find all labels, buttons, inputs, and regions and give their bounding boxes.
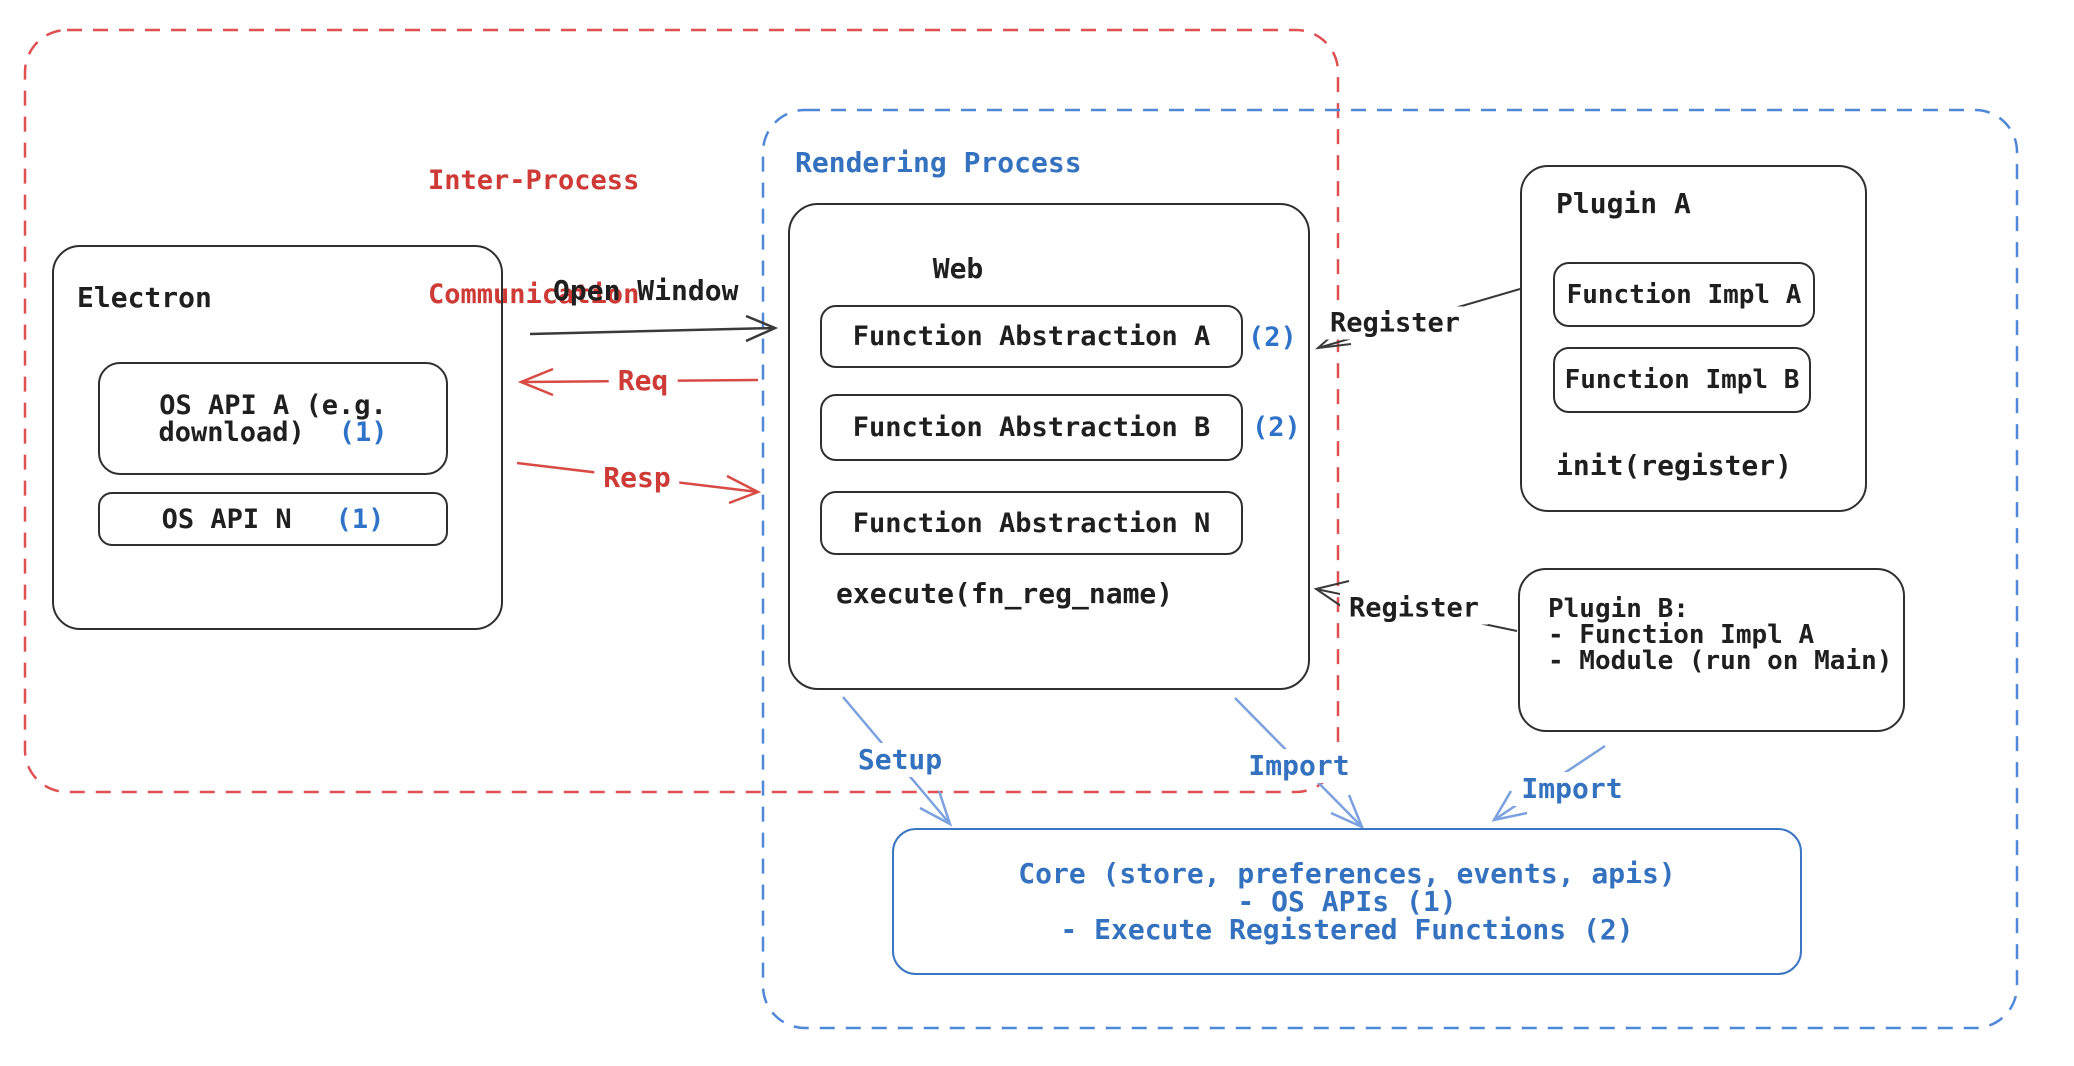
plugin-b-box: Plugin B: - Function Impl A - Module (ru… [1518, 568, 1905, 732]
ipc-region-label: Inter-Process Communication [428, 165, 640, 310]
os-api-a-badge: (1) [338, 416, 388, 448]
function-abstraction-b-box: Function Abstraction B [820, 394, 1243, 461]
plugin-a-title: Plugin A [1556, 187, 1691, 220]
register-b-label: Register [1339, 591, 1489, 625]
function-abstraction-a-box: Function Abstraction A [820, 305, 1243, 368]
electron-box [52, 245, 503, 630]
open-window-arrow [529, 314, 779, 343]
setup-label: Setup [848, 743, 952, 777]
function-abstraction-a-badge: (2) [1248, 322, 1297, 353]
function-impl-a-label: Function Impl A [1566, 279, 1802, 310]
function-abstraction-a-label: Function Abstraction A [852, 321, 1211, 352]
core-item-execute: - Execute Registered Functions (2) [1060, 912, 1634, 946]
function-abstraction-n-box: Function Abstraction N [820, 491, 1243, 555]
open-window-label: Open Window [553, 274, 739, 307]
web-title: Web [932, 252, 984, 285]
import-plugin-label: Import [1512, 772, 1632, 806]
import-core-label: Import [1239, 749, 1359, 783]
execute-label: execute(fn_reg_name) [836, 577, 1174, 610]
web-box [788, 203, 1310, 690]
ipc-region-border [23, 28, 1340, 794]
function-impl-b-box: Function Impl B [1553, 347, 1811, 413]
core-box: Core (store, preferences, events, apis) … [892, 828, 1802, 975]
plugin-a-box [1520, 165, 1867, 512]
plugin-b-title: Plugin B: [1548, 594, 1689, 624]
register-a-label: Register [1320, 306, 1470, 340]
os-api-a-box: OS API A (e.g. download)(1) [98, 362, 448, 475]
core-title: Core (store, preferences, events, apis) [1018, 856, 1676, 890]
os-api-a-line1: OS API A (e.g. [159, 389, 387, 421]
function-impl-b-label: Function Impl B [1564, 365, 1800, 395]
function-impl-a-box: Function Impl A [1553, 262, 1815, 327]
os-api-n-badge: (1) [335, 503, 385, 535]
electron-title: Electron [77, 281, 212, 314]
plugin-b-item-impl-a: - Function Impl A [1548, 620, 1815, 650]
os-api-a-line2: download)(1) [158, 416, 388, 448]
plugin-b-item-module: - Module (run on Main) [1548, 646, 1893, 676]
function-abstraction-b-label: Function Abstraction B [852, 412, 1211, 443]
function-abstraction-n-label: Function Abstraction N [852, 507, 1211, 539]
function-abstraction-b-badge: (2) [1252, 412, 1301, 443]
rendering-region-border [761, 108, 2019, 1030]
resp-label: Resp [594, 461, 680, 495]
os-api-n-label: OS API N(1) [161, 503, 385, 535]
os-api-n-box: OS API N(1) [98, 492, 448, 546]
rendering-region-label: Rendering Process [795, 146, 1082, 179]
req-label: Req [608, 364, 678, 398]
core-item-os-apis: - OS APIs (1) [1237, 884, 1457, 918]
init-register-label: init(register) [1556, 449, 1793, 482]
